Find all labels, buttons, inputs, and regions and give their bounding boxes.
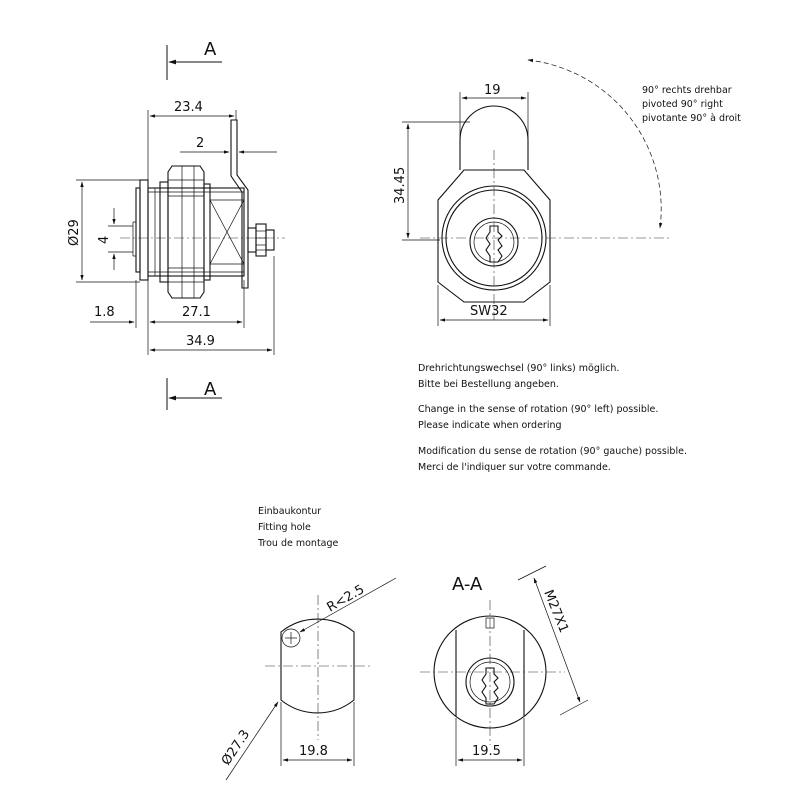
dimension-4: 4	[97, 208, 133, 270]
svg-text:Ø29: Ø29	[67, 219, 82, 246]
dimension-19: 19	[459, 83, 529, 140]
dimension-34-45: 34.45	[393, 121, 470, 241]
hex-nut	[167, 165, 205, 299]
svg-text:M27X1: M27X1	[540, 588, 571, 635]
svg-text:1.8: 1.8	[94, 305, 115, 320]
svg-text:SW32: SW32	[470, 304, 508, 319]
lock-flange	[139, 179, 149, 281]
svg-text:Change in the sense of rotatio: Change in the sense of rotation (90° lef…	[418, 404, 658, 415]
fitting-hole-outline	[280, 618, 355, 714]
section-title: A-A	[452, 574, 483, 595]
front-view: 19 34.45 SW32 90° rechts drehbar pivoted…	[393, 58, 741, 326]
section-marker-top: A	[166, 39, 222, 80]
svg-text:27.1: 27.1	[182, 305, 211, 320]
svg-text:Trou de montage: Trou de montage	[257, 538, 339, 549]
svg-text:Merci de l'indiquer sur votre: Merci de l'indiquer sur votre commande.	[418, 462, 611, 473]
svg-text:4: 4	[97, 236, 112, 244]
svg-text:2: 2	[196, 136, 204, 151]
svg-text:Bitte bei Bestellung angeben.: Bitte bei Bestellung angeben.	[418, 379, 559, 390]
rotation-note: 90° rechts drehbar pivoted 90° right piv…	[642, 85, 741, 124]
svg-text:Drehrichtungswechsel (90° link: Drehrichtungswechsel (90° links) möglich…	[418, 363, 619, 374]
svg-text:Please indicate when ordering: Please indicate when ordering	[418, 420, 562, 431]
dimension-1-8-and-27-1: 1.8 27.1	[90, 280, 245, 355]
svg-text:23.4: 23.4	[174, 100, 203, 115]
svg-text:Ø27.3: Ø27.3	[219, 727, 253, 768]
svg-text:19.8: 19.8	[299, 744, 328, 759]
section-view: A-A M27X1 19.5	[420, 565, 589, 766]
dimension-23-4: 23.4	[147, 100, 237, 185]
svg-text:34.9: 34.9	[186, 334, 215, 349]
dimension-2: 2	[180, 136, 277, 154]
cam-screw	[247, 223, 275, 257]
lock-body	[147, 187, 245, 277]
dimension-dia-29: Ø29	[67, 179, 140, 283]
section-marker-bottom: A	[166, 378, 222, 410]
dimension-m27x1: M27X1	[517, 565, 589, 716]
svg-text:Fitting hole: Fitting hole	[258, 522, 311, 533]
svg-text:pivotante 90° à droit: pivotante 90° à droit	[642, 113, 741, 124]
dimension-34-9: 34.9	[149, 256, 275, 355]
section-marker-label-bottom: A	[204, 379, 217, 400]
cam-top	[459, 105, 529, 170]
svg-text:90° rechts drehbar: 90° rechts drehbar	[642, 85, 732, 96]
svg-text:Modification du sense de rotat: Modification du sense de rotation (90° g…	[418, 446, 687, 457]
svg-text:19: 19	[484, 83, 501, 98]
svg-text:19.5: 19.5	[472, 744, 501, 759]
svg-text:R<2.5: R<2.5	[325, 582, 368, 615]
svg-text:Einbaukontur: Einbaukontur	[258, 506, 321, 517]
svg-text:34.45: 34.45	[393, 167, 408, 204]
fitting-hole: Einbaukontur Fitting hole Trou de montag…	[219, 506, 397, 781]
side-view: A A	[67, 39, 285, 410]
dimension-sw32: SW32	[437, 285, 551, 326]
svg-text:pivoted 90° right: pivoted 90° right	[642, 99, 723, 110]
lock-cam	[230, 119, 249, 289]
fitting-hole-title: Einbaukontur Fitting hole Trou de montag…	[257, 506, 339, 549]
rotation-arc	[527, 58, 663, 229]
section-marker-label-top: A	[204, 39, 217, 60]
rotation-info-text: Drehrichtungswechsel (90° links) möglich…	[418, 363, 687, 473]
